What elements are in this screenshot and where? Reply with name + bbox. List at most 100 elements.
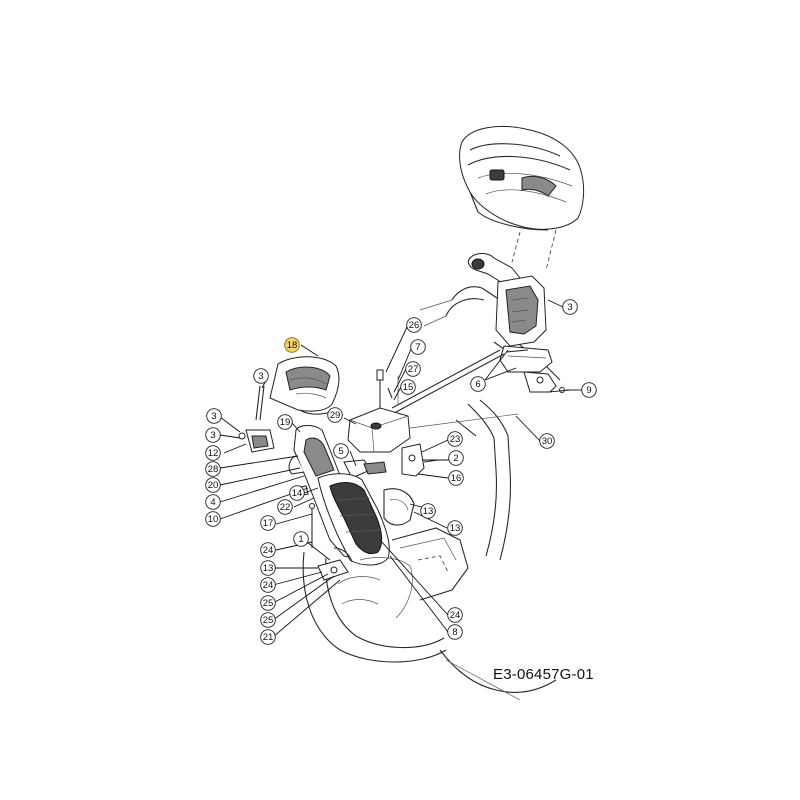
callout-number: 19	[280, 417, 291, 428]
callout-circle	[253, 368, 269, 384]
callout-circle	[539, 433, 555, 449]
callout-number: 21	[263, 632, 274, 643]
control-rods	[391, 349, 571, 429]
callout-circle	[448, 450, 464, 466]
callout-24: 24	[260, 542, 276, 558]
callout-5: 5	[333, 443, 349, 459]
deflector-handle	[238, 385, 275, 453]
callout-16: 16	[448, 470, 464, 486]
diagram-id-label: E3-06457G-01	[493, 666, 594, 683]
callout-circle	[205, 511, 221, 527]
callout-number: 26	[409, 320, 420, 331]
callout-number: 6	[475, 379, 480, 390]
callout-circle	[470, 376, 486, 392]
callout-14: 14	[289, 485, 305, 501]
callout-circle	[327, 407, 343, 423]
callout-19: 19	[277, 414, 293, 430]
callout-number: 22	[280, 502, 291, 513]
callout-circle	[260, 612, 276, 628]
machine-drawing	[238, 125, 585, 701]
callout-number: 3	[211, 411, 216, 422]
callout-circle	[406, 317, 422, 333]
callout-number: 5	[338, 446, 343, 457]
callout-13: 13	[260, 560, 276, 576]
callout-3: 3	[205, 427, 221, 443]
callout-circle	[260, 542, 276, 558]
callout-number: 14	[292, 488, 303, 499]
callout-circle	[448, 470, 464, 486]
discharge-chute	[288, 425, 390, 566]
control-panel	[459, 125, 585, 231]
callout-28: 28	[205, 461, 221, 477]
callout-number: 28	[208, 464, 219, 475]
callout-2: 2	[448, 450, 464, 466]
callout-circle	[289, 485, 305, 501]
callout-circle	[205, 477, 221, 493]
callout-27: 27	[405, 361, 421, 377]
callout-circle	[260, 577, 276, 593]
right-bracket	[343, 443, 439, 479]
callout-circle	[562, 299, 578, 315]
callout-number: 15	[403, 382, 414, 393]
callout-6: 6	[470, 376, 486, 392]
callout-circle	[205, 461, 221, 477]
callout-leader-lines	[219, 299, 582, 638]
callout-number: 13	[423, 506, 434, 517]
callout-1: 1	[293, 531, 309, 547]
callout-21: 21	[260, 629, 276, 645]
callout-number: 7	[415, 342, 420, 353]
callout-number: 13	[263, 563, 274, 574]
crank-rod	[376, 369, 393, 414]
callout-15: 15	[400, 379, 416, 395]
callout-13: 13	[420, 503, 436, 519]
callout-circle	[581, 382, 597, 398]
callout-circle	[205, 445, 221, 461]
callout-number: 24	[450, 610, 461, 621]
chute-deflector	[269, 356, 340, 415]
callout-30: 30	[539, 433, 555, 449]
callout-24: 24	[447, 607, 463, 623]
callout-circle	[447, 431, 463, 447]
callout-number: 4	[210, 497, 215, 508]
callout-22: 22	[277, 499, 293, 515]
chute-gear-housing	[347, 407, 411, 453]
callout-number: 18	[287, 340, 298, 351]
callout-circle	[205, 427, 221, 443]
callout-number: 24	[263, 545, 274, 556]
callout-circle	[205, 494, 221, 510]
callout-3: 3	[562, 299, 578, 315]
callout-number: 3	[567, 302, 572, 313]
shift-bracket	[467, 253, 557, 393]
callout-circle	[277, 499, 293, 515]
callout-circle	[284, 337, 300, 353]
callout-17: 17	[260, 515, 276, 531]
auger-housing	[302, 488, 557, 701]
handle-frame	[419, 229, 561, 561]
callout-number: 16	[451, 473, 462, 484]
callout-23: 23	[447, 431, 463, 447]
callout-10: 10	[205, 511, 221, 527]
callout-circle	[277, 414, 293, 430]
callout-circle	[447, 607, 463, 623]
callout-circle	[410, 339, 426, 355]
callout-circle	[400, 379, 416, 395]
callout-29: 29	[327, 407, 343, 423]
callout-9: 9	[581, 382, 597, 398]
callout-number: 10	[208, 514, 219, 525]
callout-7: 7	[410, 339, 426, 355]
callout-number: 3	[210, 430, 215, 441]
callout-number: 17	[263, 518, 274, 529]
callout-number: 9	[586, 385, 591, 396]
callout-number: 3	[258, 371, 263, 382]
callout-number: 8	[452, 627, 457, 638]
callout-circle	[260, 560, 276, 576]
callout-number: 12	[208, 448, 219, 459]
callout-number: 29	[330, 410, 341, 421]
callout-number: 25	[263, 615, 274, 626]
callout-20: 20	[205, 477, 221, 493]
callout-number: 27	[408, 364, 419, 375]
callout-13: 13	[447, 520, 463, 536]
callout-number: 23	[450, 434, 461, 445]
callout-24: 24	[260, 577, 276, 593]
